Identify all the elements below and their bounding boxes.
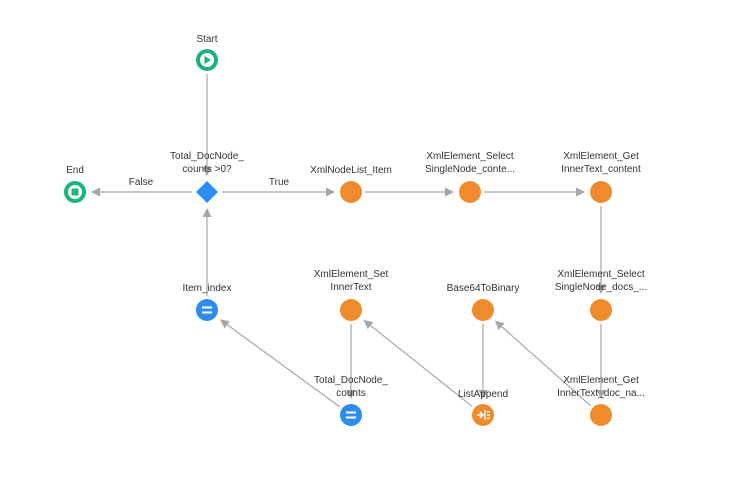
node-label-line: counts [336, 388, 366, 399]
node-total-counts[interactable] [340, 404, 362, 426]
equals-icon [346, 411, 356, 419]
diamond-icon [196, 181, 218, 203]
node-label-line: Base64ToBinary [446, 283, 520, 294]
node-label-list-append: ListAppend [458, 388, 508, 401]
edge-label-true: True [269, 177, 290, 188]
node-label-line: XmlElement_Select [426, 151, 514, 162]
node-label-line: XmlNodeList_Item [310, 165, 392, 176]
edge-list_append-to-set_innertext[interactable] [363, 319, 473, 407]
node-label-line: Item_index [182, 283, 232, 294]
node-label-line: Start [196, 34, 218, 45]
nodes-layer [64, 49, 612, 426]
node-label-item-index: Item_index [183, 282, 232, 295]
node-label-line: XmlElement_Select [557, 269, 645, 280]
list-append-icon [477, 410, 490, 420]
node-label-end: End [66, 164, 84, 177]
node-label-line: Total_DocNode_ [314, 375, 388, 386]
node-base64[interactable] [472, 299, 494, 321]
node-end[interactable] [64, 181, 86, 203]
node-list-append[interactable] [472, 404, 494, 426]
node-label-total-counts: Total_DocNode_counts [314, 374, 388, 400]
node-label-xmlnodelist-item: XmlNodeList_Item [310, 164, 392, 177]
node-get-doc-name[interactable] [590, 404, 612, 426]
edges-layer: False True [91, 74, 606, 408]
node-start[interactable] [196, 49, 218, 71]
node-label-line: SingleNode_docs_... [554, 282, 648, 293]
edge-get_doc_name-to-base64[interactable] [494, 320, 591, 407]
node-xmlnodelist-item[interactable] [340, 181, 362, 203]
node-label-line: Total_DocNode_ [170, 151, 244, 162]
node-item-index[interactable] [196, 299, 218, 321]
node-label-line: End [66, 165, 84, 176]
edge-total_counts-to-item_index[interactable] [219, 319, 341, 408]
node-label-line: InnerText_doc_na... [557, 388, 645, 399]
node-select-docs[interactable] [590, 299, 612, 321]
node-label-line: counts >0? [182, 164, 232, 175]
node-label-line: ListAppend [457, 389, 509, 400]
node-set-innertext[interactable] [340, 299, 362, 321]
equals-icon [202, 306, 212, 314]
node-label-line: XmlElement_Get [563, 151, 639, 162]
node-get-content[interactable] [590, 181, 612, 203]
play-icon [204, 56, 211, 64]
node-label-decision: Total_DocNode_counts >0? [170, 150, 244, 176]
node-select-content[interactable] [459, 181, 481, 203]
node-label-base64: Base64ToBinary [447, 282, 520, 295]
node-label-line: SingleNode_conte... [424, 164, 516, 175]
node-label-line: InnerText [330, 282, 372, 293]
stop-icon [71, 188, 79, 196]
node-decision[interactable] [196, 181, 218, 203]
edge-label-false: False [129, 177, 154, 188]
node-label-line: XmlElement_Set [313, 269, 389, 280]
node-label-line: InnerText_content [561, 164, 641, 175]
node-label-line: XmlElement_Get [563, 375, 639, 386]
node-label-start: Start [196, 33, 217, 46]
